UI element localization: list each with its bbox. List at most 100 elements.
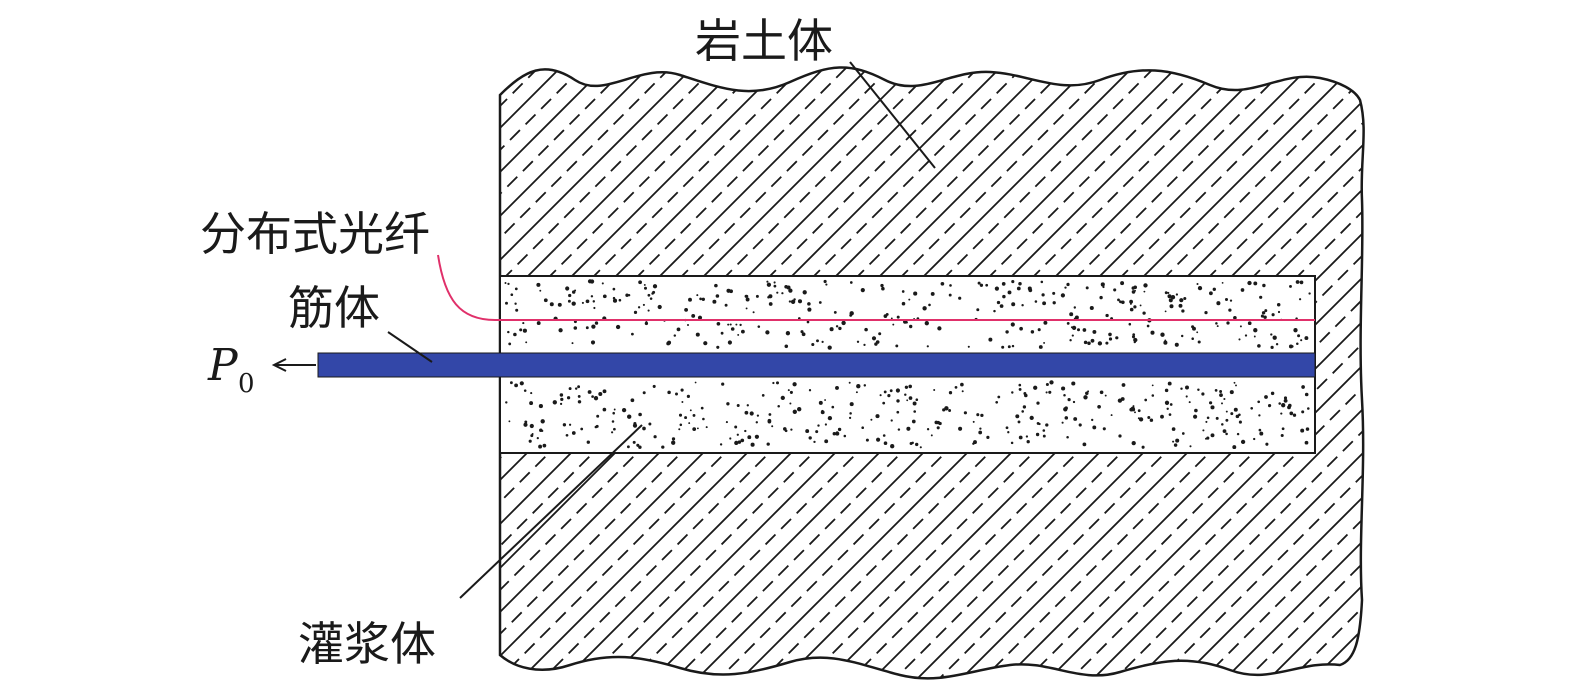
grout-dot: [1160, 332, 1165, 337]
grout-dot: [712, 299, 717, 304]
grout-dot: [761, 394, 765, 397]
grout-dot: [1196, 282, 1199, 286]
grout-dot: [696, 294, 699, 297]
grout-dot: [626, 445, 630, 449]
grout-dot: [1090, 338, 1095, 343]
grout-dot: [807, 307, 812, 312]
grout-dot: [580, 427, 584, 431]
grout-dot: [636, 443, 640, 447]
grout-dot: [1011, 280, 1015, 284]
grout-dot: [1066, 322, 1070, 325]
grout-dot: [1099, 295, 1103, 300]
grout-dot: [863, 384, 867, 387]
grout-dot: [567, 299, 571, 303]
grout-dot: [504, 282, 507, 284]
hatch-dashed-line: [500, 67, 651, 679]
grout-dot: [849, 412, 852, 415]
grout-dot: [587, 390, 592, 394]
hatch-solid-line: [0, 0, 144, 689]
hatch-dashed-line: [1225, 67, 1364, 679]
grout-dot: [835, 431, 839, 434]
hatch-dashed-line: [500, 67, 827, 679]
grout-dot: [678, 413, 683, 417]
grout-dot: [948, 409, 952, 412]
grout-dot: [997, 395, 1001, 399]
grout-dot: [1308, 292, 1311, 295]
grout-dot: [1183, 296, 1187, 301]
grout-dot: [519, 381, 524, 386]
grout-dot: [1181, 432, 1185, 435]
grout-dot: [849, 281, 853, 284]
grout-dot: [878, 332, 882, 336]
grout-dot: [1180, 334, 1184, 338]
grout-dot: [1283, 396, 1288, 400]
grout-dot: [680, 388, 684, 392]
grout-dot: [843, 434, 847, 438]
grout-dot: [766, 280, 769, 283]
grout-dot: [1238, 413, 1241, 417]
grout-dot: [1173, 443, 1178, 447]
grout-dot: [775, 381, 780, 385]
grout-dot: [1188, 401, 1191, 404]
grout-dot: [948, 391, 953, 395]
grout-dot: [1146, 324, 1150, 328]
grout-dot: [1235, 384, 1237, 387]
grout-dot: [591, 395, 594, 398]
grout-dot: [1091, 418, 1094, 422]
grout-dot: [1134, 411, 1136, 414]
grout-dot: [627, 414, 632, 419]
grout-dot: [1035, 432, 1040, 437]
grout-dot: [514, 302, 517, 305]
grout-dot: [1296, 342, 1299, 345]
grout-dot: [1244, 334, 1248, 337]
grout-dot: [1272, 335, 1277, 340]
grout-dot: [837, 427, 842, 432]
grout-dot: [625, 293, 629, 297]
grout-dot: [1092, 425, 1097, 430]
grout-dot: [890, 317, 893, 320]
grout-dot: [1073, 306, 1077, 309]
grout-dot: [1275, 343, 1279, 346]
grout-dot: [1219, 390, 1223, 393]
grout-dot: [509, 381, 513, 385]
grout-dot: [695, 332, 700, 337]
grout-dot: [699, 297, 702, 301]
grout-dot: [525, 341, 528, 344]
grout-dot: [1048, 390, 1052, 394]
hatch-solid-line: [1203, 67, 1364, 679]
grout-dot: [823, 279, 827, 284]
load-symbol: P: [207, 340, 239, 391]
grout-dot: [1263, 315, 1267, 319]
grout-dot: [825, 283, 828, 286]
grout-dot: [528, 439, 532, 443]
grout-dot: [1049, 380, 1054, 385]
grout-dot: [776, 291, 779, 294]
grout-dot: [1164, 310, 1167, 313]
grout-dot: [824, 423, 828, 426]
grout-dot: [1221, 402, 1223, 405]
grout-dot: [1131, 335, 1136, 339]
grout-dot: [1071, 325, 1077, 331]
grout-dot: [861, 426, 865, 430]
hatch-dashed-line: [1005, 67, 1364, 679]
grout-dot: [1260, 314, 1264, 318]
grout-dot: [1131, 286, 1135, 290]
grout-dot: [1061, 386, 1066, 391]
grout-dot: [1212, 287, 1216, 291]
grout-dot: [901, 301, 906, 306]
grout-dot: [833, 310, 837, 314]
grout-dot: [1071, 381, 1076, 386]
hatch-solid-line: [1380, 0, 1575, 689]
grout-dot: [594, 321, 599, 325]
grout-dot: [771, 425, 774, 428]
grout-dot: [1082, 328, 1087, 332]
grout-dot: [976, 308, 980, 312]
grout-dot: [1295, 280, 1300, 284]
grout-dot: [1304, 392, 1309, 397]
hatch-dashed-line: [500, 67, 519, 679]
grout-dot: [856, 340, 860, 343]
hatch-dashed-line: [1137, 67, 1364, 679]
grout-dot: [1250, 406, 1254, 410]
grout-dot: [577, 394, 581, 398]
grout-dot: [566, 396, 571, 400]
